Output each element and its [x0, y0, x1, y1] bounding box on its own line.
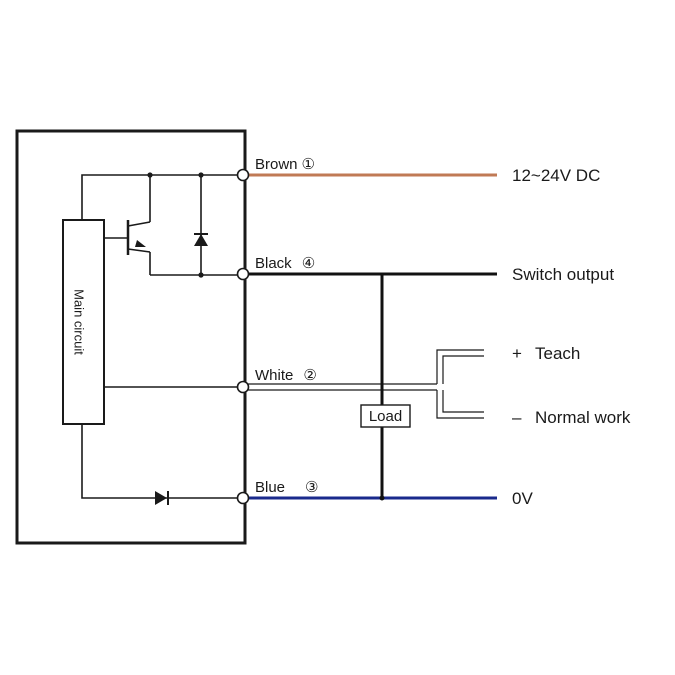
- internal-circuit: [81, 174, 243, 499]
- brown-terminal: [236, 168, 250, 182]
- black-terminal: [236, 267, 250, 281]
- sensor-housing: [15, 129, 247, 545]
- white-terminal: [236, 380, 250, 394]
- switch-output-label: Switch output: [512, 265, 614, 284]
- main-circuit-label: Main circuit: [72, 289, 87, 355]
- protection-diode-icon: [194, 234, 208, 246]
- zero-volt-label: 0V: [512, 489, 533, 508]
- blue-terminal: [236, 491, 250, 505]
- load-label: Load: [369, 408, 402, 425]
- supply-label: 12~24V DC: [512, 166, 600, 185]
- main-circuit-block: [62, 219, 105, 425]
- teach-sign: +: [512, 344, 522, 363]
- normal-work-sign: –: [512, 408, 522, 427]
- white-wire: [243, 383, 437, 391]
- transistor-arrow-icon: [135, 240, 146, 247]
- teach-label: Teach: [535, 344, 580, 363]
- teach-switch-fork: [436, 349, 484, 419]
- load-box: [360, 404, 411, 428]
- blue-diode-icon: [155, 491, 167, 505]
- normal-work-label: Normal work: [535, 408, 631, 427]
